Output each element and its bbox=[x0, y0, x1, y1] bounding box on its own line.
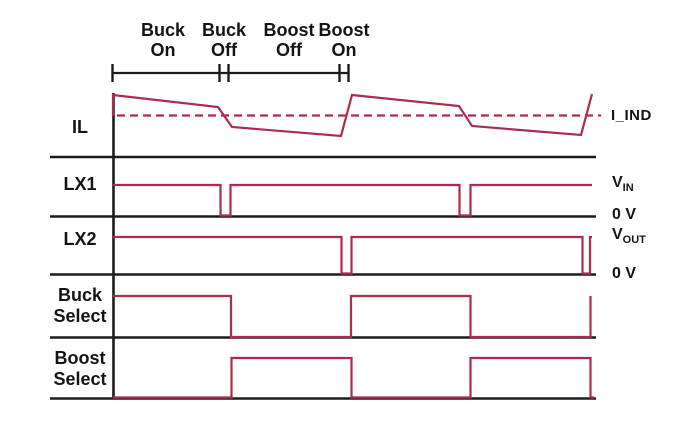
boost-select-waveform bbox=[113, 356, 594, 399]
label-0v-text: 0 V bbox=[612, 206, 637, 223]
row-label-buck-select: Buck Select bbox=[45, 285, 115, 327]
label-0v-lx1: 0 V bbox=[612, 206, 636, 224]
row-label-text: LX1 bbox=[63, 174, 97, 194]
phase-label-line1: Buck bbox=[201, 20, 246, 40]
phase-label-buck-on: Buck On bbox=[128, 20, 198, 60]
phase-label-line2: On bbox=[331, 40, 357, 60]
row-label-lx1: LX1 bbox=[45, 174, 115, 195]
row-label-line1: Boost bbox=[54, 348, 106, 368]
row-label-lx2: LX2 bbox=[45, 229, 115, 250]
phase-label-line1: Boost bbox=[318, 20, 370, 40]
label-vout-main: V bbox=[612, 226, 623, 243]
label-i-ind-text: I_IND bbox=[611, 107, 652, 124]
label-vin-subscript: IN bbox=[622, 182, 634, 194]
il-waveform bbox=[111, 93, 594, 138]
label-vout: VOUT bbox=[612, 226, 646, 246]
row-label-text: IL bbox=[72, 117, 88, 137]
row-label-line1: Buck bbox=[57, 285, 102, 305]
phase-label-buck-off: Buck Off bbox=[189, 20, 259, 60]
label-0v-text: 0 V bbox=[612, 265, 637, 282]
label-vin: VIN bbox=[612, 174, 634, 194]
row-label-line2: Select bbox=[53, 306, 107, 326]
phase-label-line1: Buck bbox=[140, 20, 185, 40]
phase-label-line2: Off bbox=[276, 40, 302, 60]
lx1-waveform bbox=[113, 183, 592, 217]
row-label-boost-select: Boost Select bbox=[45, 348, 115, 390]
phase-label-line2: Off bbox=[211, 40, 237, 60]
label-0v-lx2: 0 V bbox=[612, 265, 636, 283]
row-label-line2: Select bbox=[53, 369, 107, 389]
lx2-waveform bbox=[113, 235, 592, 275]
phase-label-line1: Boost bbox=[263, 20, 315, 40]
buck-select-waveform bbox=[113, 294, 592, 339]
row-label-il: IL bbox=[45, 117, 115, 138]
label-vin-main: V bbox=[612, 174, 623, 191]
phase-label-line2: On bbox=[150, 40, 176, 60]
row-label-text: LX2 bbox=[63, 229, 97, 249]
label-i-ind: I_IND bbox=[611, 107, 652, 124]
phase-label-boost-on: Boost On bbox=[309, 20, 379, 60]
phase-label-boost-off: Boost Off bbox=[254, 20, 324, 60]
label-vout-subscript: OUT bbox=[622, 234, 646, 246]
